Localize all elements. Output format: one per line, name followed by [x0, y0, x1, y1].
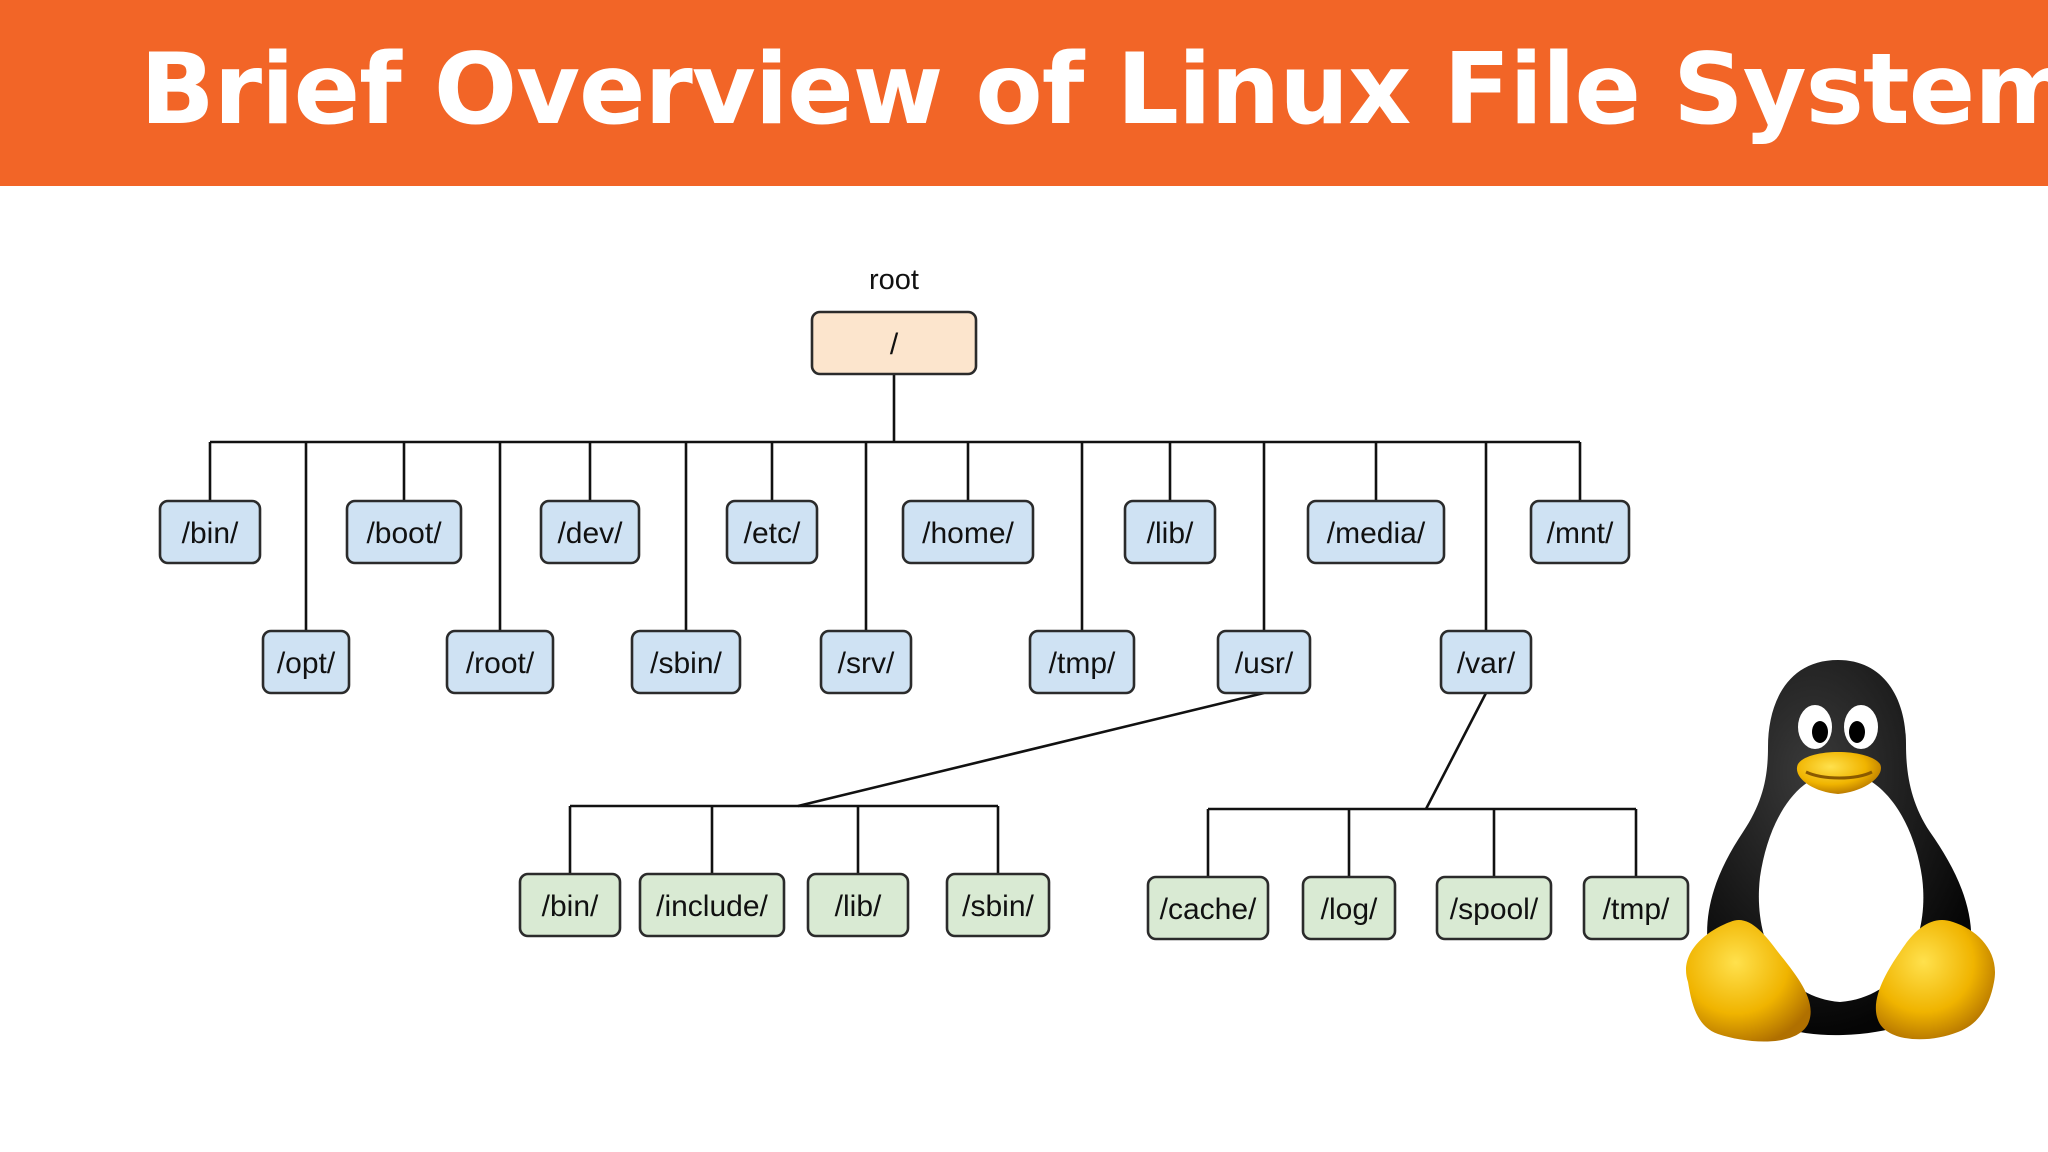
root-node: / — [810, 310, 978, 376]
var-child-spool-box — [1435, 875, 1553, 941]
dir-node-mnt: /mnt/ — [1529, 499, 1631, 565]
dir-node-usr: /usr/ — [1216, 629, 1312, 695]
dir-node-opt-box — [261, 629, 351, 695]
dir-node-usr-label: /usr/ — [1235, 647, 1294, 680]
dir-node-media-label: /media/ — [1327, 517, 1426, 550]
usr-child-bin-box — [518, 872, 622, 938]
dir-node-usr-box — [1216, 629, 1312, 695]
dir-node-home-label: /home/ — [922, 517, 1014, 550]
dir-node-bin: /bin/ — [158, 499, 262, 565]
dir-node-home: /home/ — [901, 499, 1035, 565]
dir-node-var-label: /var/ — [1457, 647, 1516, 680]
dir-node-mnt-label: /mnt/ — [1547, 517, 1614, 550]
var-child-spool: /spool/ — [1435, 875, 1553, 941]
dir-node-sbin-box — [630, 629, 742, 695]
dir-node-srv: /srv/ — [819, 629, 913, 695]
dir-node-dev: /dev/ — [539, 499, 641, 565]
dir-node-sbin: /sbin/ — [630, 629, 742, 695]
dir-node-srv-label: /srv/ — [838, 647, 895, 680]
root-caption: root — [869, 264, 919, 296]
dir-node-etc-label: /etc/ — [744, 517, 801, 550]
var-child-tmp-label: /tmp/ — [1603, 893, 1670, 926]
dir-node-boot-label: /boot/ — [366, 517, 442, 550]
dir-node-bin-box — [158, 499, 262, 565]
dir-node-media-box — [1306, 499, 1446, 565]
dir-node-var-box — [1439, 629, 1533, 695]
var-child-log: /log/ — [1301, 875, 1397, 941]
dir-node-etc-box — [725, 499, 819, 565]
dir-node-tmp: /tmp/ — [1028, 629, 1136, 695]
usr-child-lib: /lib/ — [806, 872, 910, 938]
dir-node-opt-label: /opt/ — [277, 647, 336, 680]
var-child-cache-label: /cache/ — [1160, 893, 1257, 926]
dir-node-boot-box — [345, 499, 463, 565]
dir-node-media: /media/ — [1306, 499, 1446, 565]
usr-child-include-label: /include/ — [656, 890, 768, 923]
dir-node-dev-label: /dev/ — [557, 517, 623, 550]
usr-child-bin: /bin/ — [518, 872, 622, 938]
usr-child-sbin-box — [945, 872, 1051, 938]
usr-child-include: /include/ — [638, 872, 786, 938]
dir-node-tmp-box — [1028, 629, 1136, 695]
usr-child-lib-box — [806, 872, 910, 938]
var-child-log-box — [1301, 875, 1397, 941]
usr-child-sbin-label: /sbin/ — [962, 890, 1034, 923]
tux-penguin-icon — [1686, 660, 1995, 1042]
dir-node-var: /var/ — [1439, 629, 1533, 695]
dir-node-root-box — [445, 629, 555, 695]
root-node-box — [810, 310, 978, 376]
usr-child-bin-label: /bin/ — [542, 890, 599, 923]
dir-node-mnt-box — [1529, 499, 1631, 565]
dir-node-etc: /etc/ — [725, 499, 819, 565]
dir-node-opt: /opt/ — [261, 629, 351, 695]
dir-node-root-label: /root/ — [466, 647, 535, 680]
var-child-cache-box — [1146, 875, 1270, 941]
dir-node-dev-box — [539, 499, 641, 565]
dir-node-boot: /boot/ — [345, 499, 463, 565]
dir-node-sbin-label: /sbin/ — [650, 647, 722, 680]
title-banner: Brief Overview of Linux File System — [0, 0, 2048, 186]
dir-node-home-box — [901, 499, 1035, 565]
var-child-cache: /cache/ — [1146, 875, 1270, 941]
dir-node-tmp-label: /tmp/ — [1049, 647, 1116, 680]
var-child-tmp: /tmp/ — [1582, 875, 1690, 941]
dir-node-bin-label: /bin/ — [182, 517, 239, 550]
usr-child-include-box — [638, 872, 786, 938]
dir-node-lib-box — [1123, 499, 1217, 565]
var-child-tmp-box — [1582, 875, 1690, 941]
dir-node-srv-box — [819, 629, 913, 695]
dir-node-lib-label: /lib/ — [1147, 517, 1194, 550]
var-child-log-label: /log/ — [1321, 893, 1378, 926]
root-node-label: / — [890, 328, 899, 361]
usr-child-sbin: /sbin/ — [945, 872, 1051, 938]
dir-node-root: /root/ — [445, 629, 555, 695]
dir-node-lib: /lib/ — [1123, 499, 1217, 565]
page-title: Brief Overview of Linux File System — [140, 33, 2048, 147]
usr-child-lib-label: /lib/ — [835, 890, 882, 923]
var-child-spool-label: /spool/ — [1450, 893, 1539, 926]
